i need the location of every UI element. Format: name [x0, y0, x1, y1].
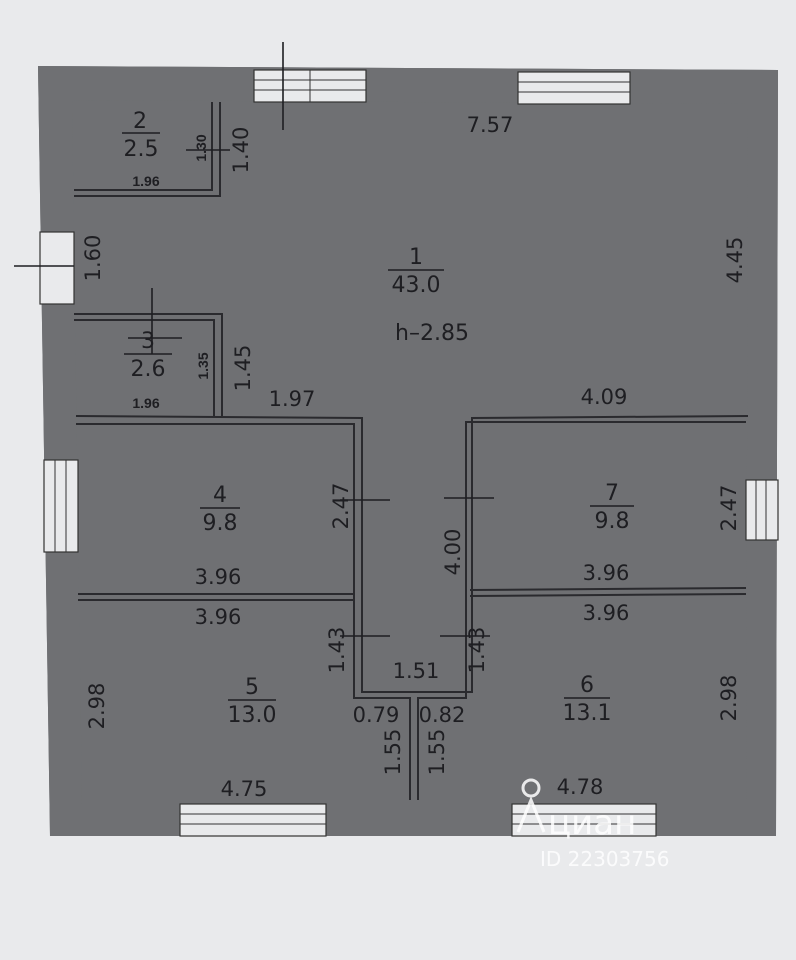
dim-corridor-height: 4.00	[441, 529, 465, 576]
room-2-number: 2	[133, 109, 147, 134]
dim-right-mid: 2.47	[717, 485, 741, 532]
room-5-area: 13.0	[228, 703, 277, 728]
dim-r6-inner-h: 1.43	[465, 627, 489, 674]
dim-niche-left-h: 1.55	[381, 729, 405, 776]
window-top-left	[253, 69, 367, 103]
cian-logo-icon	[516, 778, 546, 833]
dim-right-upper: 4.45	[723, 237, 747, 284]
corridor-right-wall-inner	[417, 421, 746, 800]
room-6-area: 13.1	[563, 701, 612, 726]
room-labels: 2 2.5 1 43.0 h–2.85 3 2.6 4 9.8 7 9.8 5 …	[124, 109, 630, 728]
room-7-number: 7	[605, 481, 619, 506]
room-2-walls	[74, 102, 221, 197]
room-2-inner	[74, 102, 213, 191]
room-3-walls	[74, 313, 223, 416]
dim-r6-top: 3.96	[583, 601, 630, 625]
room-6-number: 6	[580, 673, 594, 698]
dim-r4-bottom: 3.96	[195, 565, 242, 589]
window-right	[745, 479, 779, 541]
room-2-area: 2.5	[124, 137, 159, 162]
partitions	[74, 102, 749, 800]
watermark: циан ID 22303756	[516, 778, 669, 871]
window-left-upper	[39, 231, 75, 305]
dim-niche-left: 0.79	[353, 703, 400, 727]
dim-r5-top: 3.96	[195, 605, 242, 629]
room-7-area: 9.8	[595, 509, 630, 534]
dim-r5-bottom: 4.75	[221, 777, 268, 801]
watermark-brand: циан	[548, 803, 636, 843]
divider-7-6	[469, 587, 747, 597]
dim-corridor-width: 1.51	[393, 659, 440, 683]
dim-corridor-left-top: 1.97	[269, 387, 316, 411]
room-4-number: 4	[213, 483, 227, 508]
door-marks	[14, 42, 494, 637]
room-fraction-lines	[122, 132, 634, 701]
ceiling-height: h–2.85	[395, 321, 469, 346]
room-4-area: 9.8	[203, 511, 238, 536]
window-left-lower	[43, 459, 79, 553]
dim-r2-width: 1.96	[132, 173, 159, 189]
dim-r2-height: 1.40	[229, 127, 253, 174]
dim-r2-inner: 1.30	[193, 134, 209, 161]
dim-corridor-right-top: 4.09	[581, 385, 628, 409]
window-bottom-left	[179, 803, 327, 837]
window-top-right	[517, 71, 631, 105]
dimension-labels-vertical: 1.30 1.40 1.60 4.45 1.35 1.45 2.47 4.00 …	[81, 127, 747, 776]
dim-niche-right-h: 1.55	[425, 729, 449, 776]
room-3-number: 3	[141, 329, 155, 354]
dimension-labels: 7.57 1.96 1.96 1.97 4.09 3.96 3.96 3.96 …	[132, 113, 629, 801]
dim-right-lower: 2.98	[717, 675, 741, 722]
dim-r3-inner: 1.35	[195, 352, 211, 379]
dim-r3-width: 1.96	[132, 395, 159, 411]
dim-r4-height: 2.47	[329, 483, 353, 530]
dim-r5-inner-h: 1.43	[325, 627, 349, 674]
room-1-number: 1	[409, 245, 423, 270]
dim-niche-right: 0.82	[419, 703, 466, 727]
watermark-id: ID 22303756	[540, 847, 669, 871]
dim-left-lower: 2.98	[85, 683, 109, 730]
room-1-area: 43.0	[392, 273, 441, 298]
room-3-inner	[74, 319, 215, 416]
dim-left-window: 1.60	[81, 235, 105, 282]
dim-r7-bottom: 3.96	[583, 561, 630, 585]
outer-walls	[38, 66, 778, 836]
dim-r6-bottom: 4.78	[557, 775, 604, 799]
dim-top-wall: 7.57	[467, 113, 514, 137]
corridor-left-wall-inner	[76, 423, 411, 800]
exterior-wall	[38, 66, 778, 836]
room-5-number: 5	[245, 675, 259, 700]
divider-4-5	[78, 593, 354, 601]
corridor-left-wall	[75, 415, 749, 693]
room-3-area: 2.6	[131, 357, 166, 382]
dim-r3-height: 1.45	[231, 345, 255, 392]
